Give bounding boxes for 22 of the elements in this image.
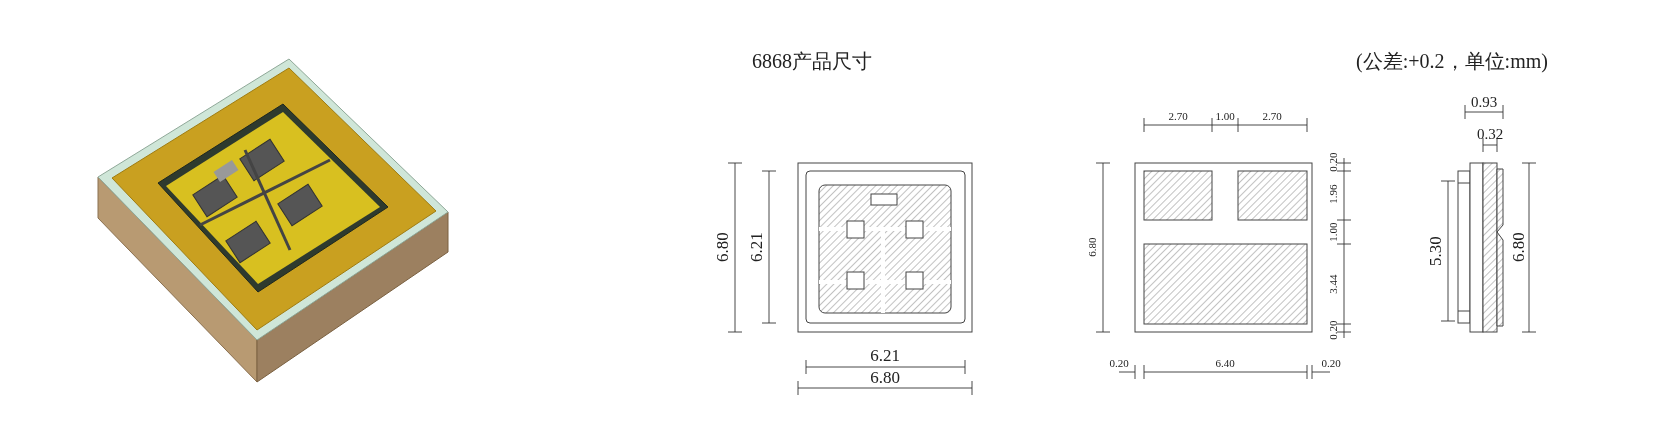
dimension-label: 6.21 bbox=[870, 346, 900, 364]
tolerance-note: (公差:+0.2，单位:mm) bbox=[1356, 51, 1548, 71]
dimension-label: 6.21 bbox=[747, 232, 765, 262]
dimension-label: 2.70 bbox=[1168, 110, 1188, 122]
dimension-label: 6.80 bbox=[713, 232, 731, 262]
dimension-label: 0.93 bbox=[1470, 94, 1498, 110]
dimension-label: 6.80 bbox=[870, 368, 900, 386]
dimension-label: 0.20 bbox=[1321, 357, 1341, 369]
dimension-label: 0.20 bbox=[1109, 357, 1129, 369]
dimension-label: 1.96 bbox=[1327, 184, 1339, 204]
dimension-label: 0.20 bbox=[1327, 320, 1339, 340]
dimension-label: 6.80 bbox=[1086, 237, 1098, 257]
dimension-label: 2.70 bbox=[1262, 110, 1282, 122]
dimension-label: 1.00 bbox=[1327, 222, 1339, 242]
dimension-label: 0.20 bbox=[1327, 152, 1339, 172]
dimension-label: 0.32 bbox=[1476, 126, 1504, 142]
dimension-label: 6.40 bbox=[1215, 357, 1235, 369]
dimension-label: 6.80 bbox=[1509, 232, 1527, 262]
dimension-label: 3.44 bbox=[1327, 274, 1339, 294]
dimension-label: 5.30 bbox=[1426, 236, 1444, 266]
drawing-title: 6868产品尺寸 bbox=[752, 51, 872, 71]
dimension-label: 1.00 bbox=[1215, 110, 1235, 122]
